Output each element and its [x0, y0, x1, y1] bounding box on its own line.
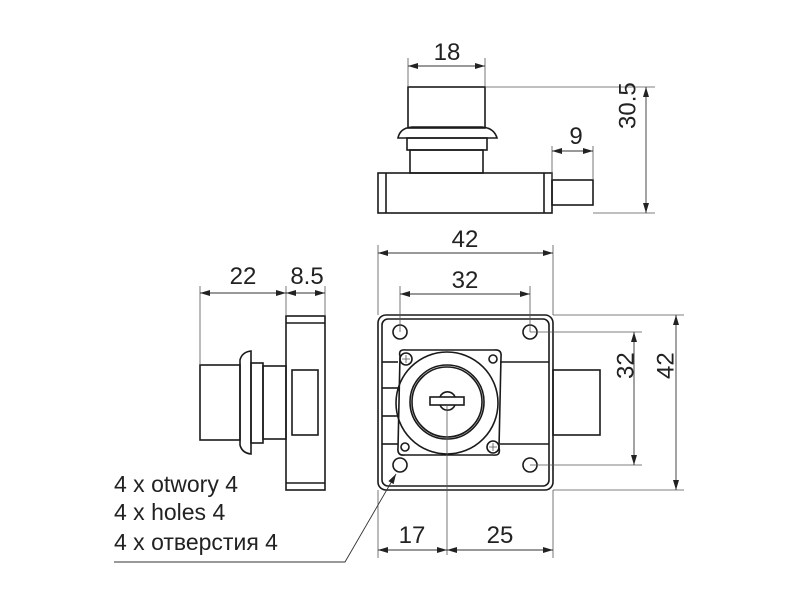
dimension-label: 22: [230, 263, 257, 290]
dimension-label: 8.5: [290, 263, 323, 290]
hole-note: 4 x otwory 4 4 x holes 4 4 x отверстия 4: [114, 471, 397, 563]
dimension-18: 18: [407, 39, 486, 87]
note-line-russian: 4 x отверстия 4: [114, 529, 278, 555]
dimension-label: 30.5: [615, 82, 642, 129]
dimension-42-vertical: 42: [553, 314, 684, 491]
screw-icon: [399, 352, 413, 366]
dimension-30-5: 30.5: [485, 82, 655, 214]
dimension-17-25: 17 25: [377, 490, 554, 558]
dimension-8-5: 8.5: [286, 263, 326, 316]
dimension-label: 18: [434, 39, 461, 66]
note-line-english: 4 x holes 4: [114, 499, 225, 525]
dimension-32-vertical: 32: [530, 331, 642, 466]
dimension-42-horizontal: 42: [377, 226, 554, 315]
dimension-label: 25: [487, 522, 514, 549]
side-view: 22 8.5: [199, 263, 326, 491]
dimension-label: 42: [452, 226, 479, 253]
dimension-22: 22: [199, 263, 287, 365]
screw-icon: [486, 440, 500, 454]
top-view: 18 30.5 9: [377, 39, 655, 214]
dimension-32-horizontal: 32: [399, 267, 531, 332]
front-view: 42 32 32 42 17 25: [377, 226, 684, 558]
dimension-label: 17: [399, 522, 426, 549]
dimension-label: 42: [653, 352, 680, 379]
mounting-hole: [392, 457, 408, 473]
note-line-polish: 4 x otwory 4: [114, 471, 238, 497]
dimension-label: 9: [569, 123, 582, 150]
dimension-label: 32: [452, 267, 479, 294]
dimension-9: 9: [551, 123, 594, 180]
dimension-label: 32: [613, 352, 640, 379]
